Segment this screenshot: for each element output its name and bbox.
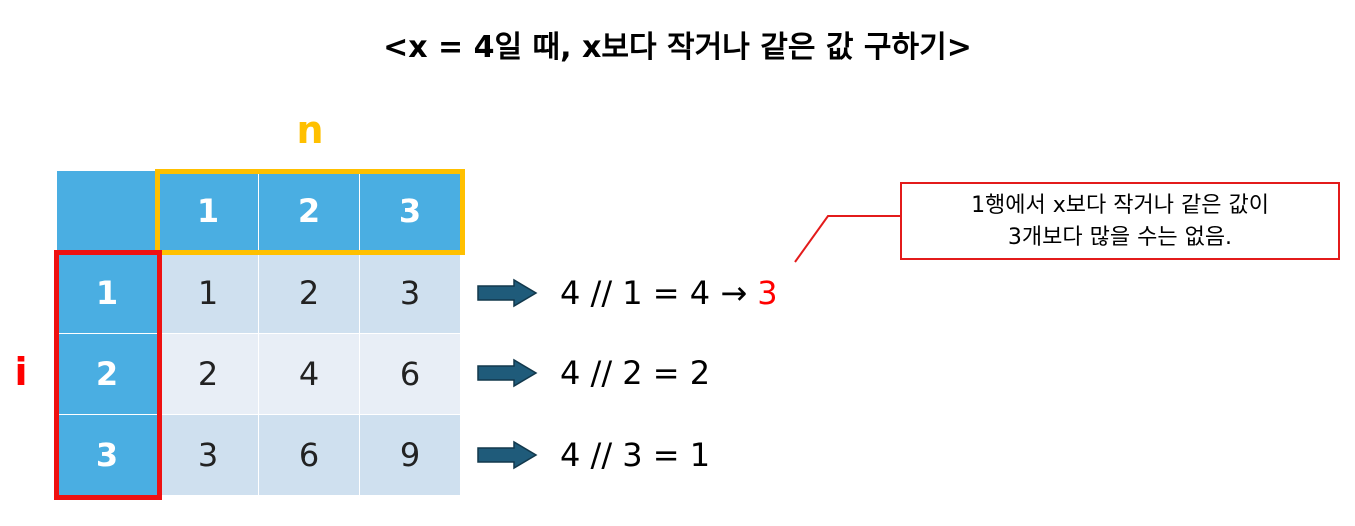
row-header: 2 [57, 334, 157, 414]
table-cell: 2 [158, 334, 258, 414]
column-axis-label: n [296, 108, 324, 152]
equation-text: 4 // 1 = 4 → [560, 274, 758, 312]
table-cell: 3 [360, 253, 460, 333]
corner-cell [57, 171, 157, 251]
right-arrow-icon [477, 440, 538, 470]
column-header: 3 [360, 171, 460, 251]
right-arrow-icon [477, 358, 538, 388]
callout-line-2: 3개보다 많을 수는 없음. [1007, 225, 1233, 250]
equation-row-3: 4 // 3 = 1 [560, 436, 711, 474]
equation-row-1: 4 // 1 = 4 → 3 [560, 273, 778, 313]
equation-row-2: 4 // 2 = 2 [560, 354, 711, 392]
equation-result: 3 [757, 274, 778, 312]
row-header: 1 [57, 253, 157, 333]
right-arrow-icon [477, 278, 538, 308]
table-cell: 3 [158, 415, 258, 495]
callout-line-1: 1행에서 x보다 작거나 같은 값이 [971, 193, 1269, 218]
table-cell: 9 [360, 415, 460, 495]
column-header: 1 [158, 171, 258, 251]
table-cell: 6 [259, 415, 359, 495]
table-cell: 2 [259, 253, 359, 333]
callout-note: 1행에서 x보다 작거나 같은 값이 3개보다 많을 수는 없음. [900, 182, 1340, 260]
table-cell: 4 [259, 334, 359, 414]
column-header: 2 [259, 171, 359, 251]
table-cell: 1 [158, 253, 258, 333]
table-cell: 6 [360, 334, 460, 414]
page-title: <x = 4일 때, x보다 작거나 같은 값 구하기> [383, 30, 972, 65]
column-highlight-box [155, 169, 465, 255]
row-axis-label: i [14, 350, 28, 394]
row-header: 3 [57, 415, 157, 495]
row-highlight-box [54, 250, 162, 500]
